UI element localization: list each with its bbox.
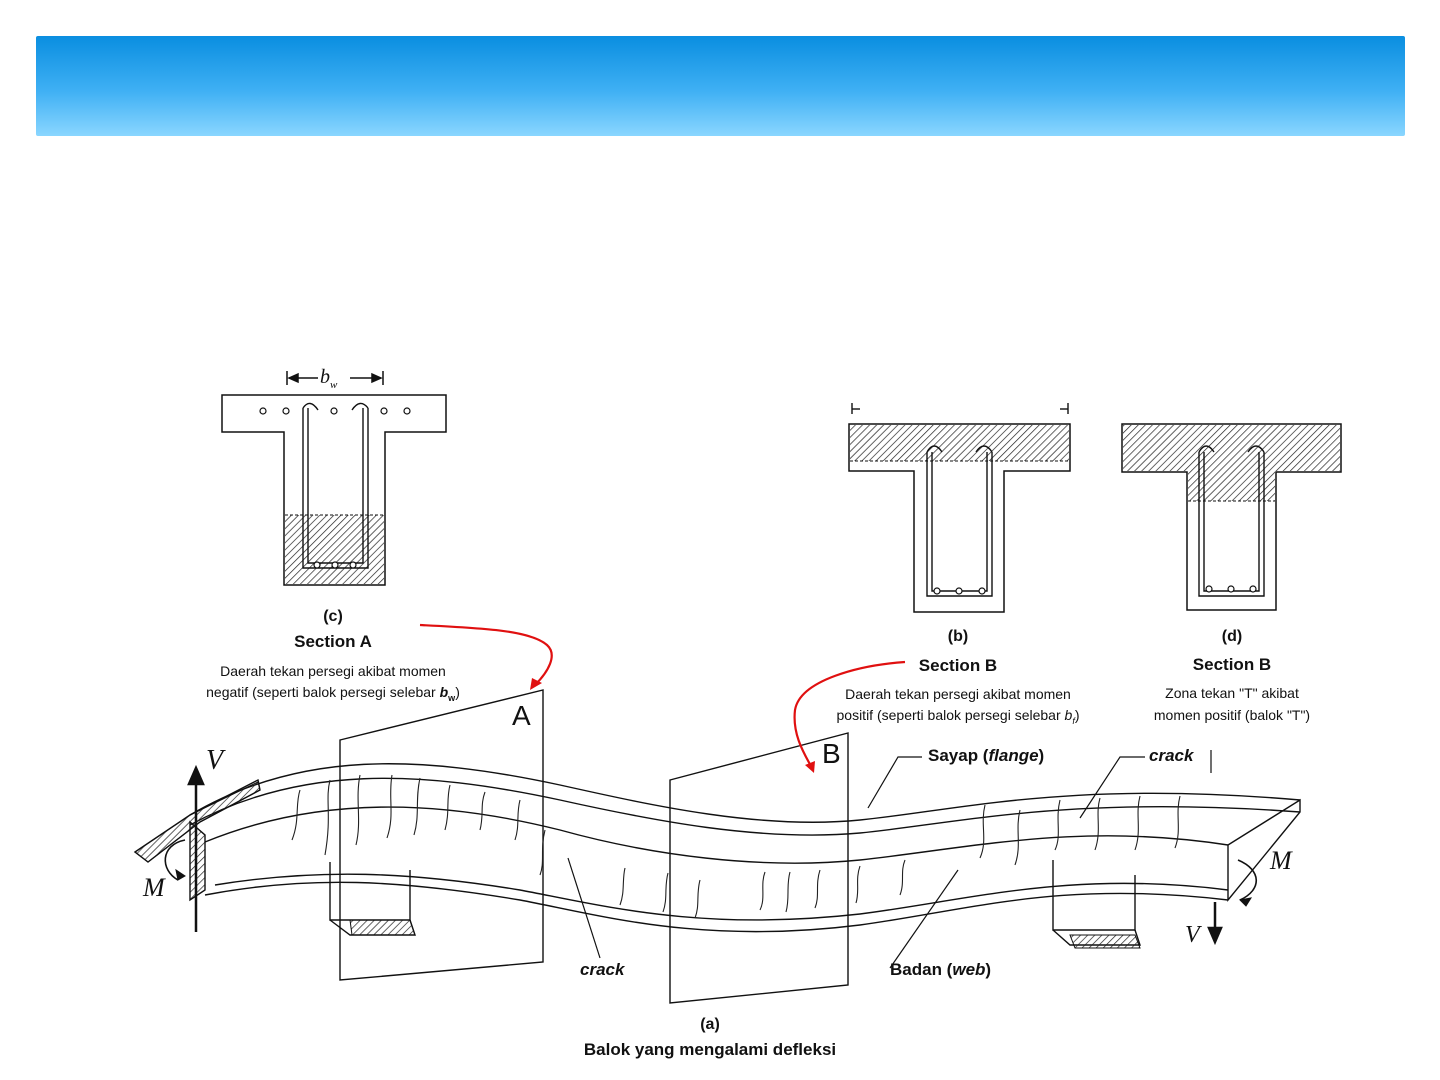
section-b-compression-zone (850, 425, 1069, 461)
plane-b-label: B (822, 738, 841, 769)
crack-label-bottom: crack (580, 960, 625, 979)
section-b-outline (848, 423, 1071, 613)
moment-label-left: M (143, 873, 165, 902)
moment-label-right: M (1270, 846, 1292, 875)
section-c-compression-zone (285, 515, 384, 584)
section-d-desc-line2: momen positif (balok "T") (1153, 707, 1311, 723)
crack-label-top: crack (1149, 746, 1194, 765)
section-c-title: Section A (294, 632, 372, 651)
section-c-drawing (221, 371, 447, 586)
section-c-desc-line2: negatif (seperti balok persegi selebar b… (206, 684, 460, 703)
section-b-drawing (848, 403, 1071, 613)
section-d-fig-label: (d) (1221, 628, 1243, 645)
section-c-fig-label: (c) (323, 608, 343, 625)
section-b-desc-line1: Daerah tekan persegi akibat momen (845, 686, 1071, 702)
shear-label-left: V (206, 745, 224, 776)
leader-lines (567, 750, 1212, 969)
section-c-dimension (286, 371, 384, 385)
section-d-desc-line1: Zona tekan "T" akibat (1165, 685, 1299, 701)
section-c-bars (259, 407, 411, 569)
crack-lines (291, 774, 1181, 919)
plane-a-label: A (512, 700, 531, 731)
section-b-title: Section B (918, 656, 998, 675)
callout-arrows (419, 623, 906, 769)
flange-label: Sayap (flange) (928, 746, 1045, 765)
beam-drawing (133, 689, 1301, 1004)
beam-hatch (134, 781, 1141, 949)
section-c-dimension-label: bw (320, 366, 338, 391)
section-b-desc-line2: positif (seperti balok persegi selebar b… (836, 707, 1080, 726)
section-c-outline (221, 394, 447, 586)
beam-caption: Balok yang mengalami defleksi (583, 1040, 837, 1059)
section-d-outline (1121, 423, 1342, 611)
section-b-fig-label: (b) (947, 628, 969, 645)
web-label: Badan (web) (890, 960, 992, 979)
section-d-compression-zone (1123, 425, 1340, 501)
title-bar (36, 36, 1405, 136)
section-d-drawing (1121, 423, 1342, 611)
cutting-plane-b (669, 732, 849, 1004)
beam-fig-label: (a) (700, 1016, 720, 1033)
section-d-title: Section B (1192, 655, 1272, 674)
cutting-plane-a (339, 689, 544, 981)
force-arrows (164, 764, 1257, 946)
section-c-desc-line1: Daerah tekan persegi akibat momen (220, 663, 446, 679)
shear-label-right: V (1185, 922, 1200, 948)
